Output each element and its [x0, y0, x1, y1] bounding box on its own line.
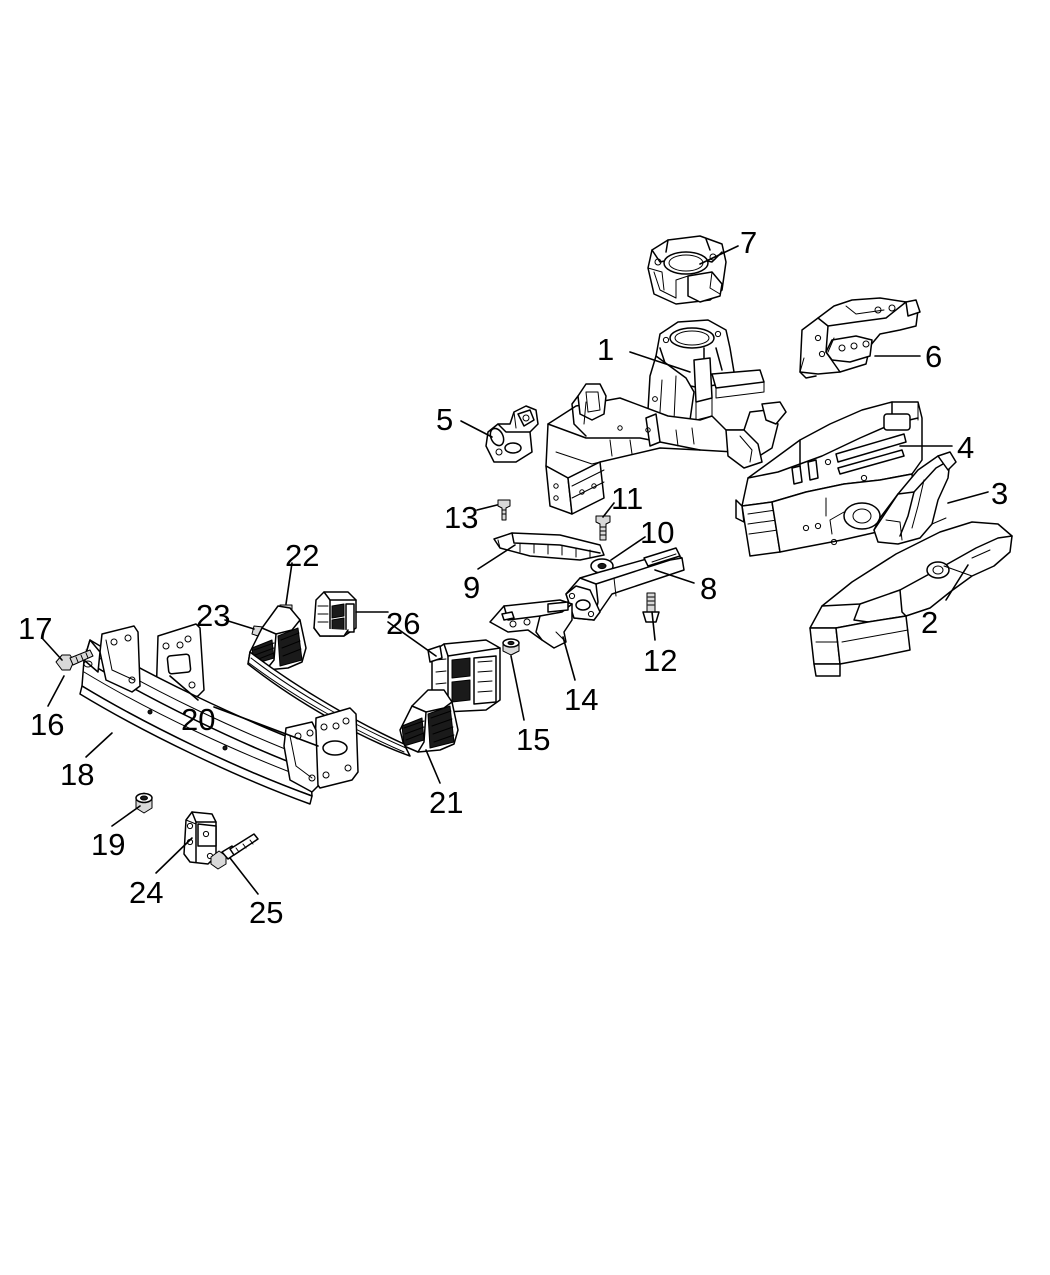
- callout-19[interactable]: 19: [91, 827, 126, 862]
- part-20-bumper-mount-plate-right: [313, 707, 359, 789]
- callout-15[interactable]: 15: [516, 722, 551, 757]
- part-1-front-frame-assembly: [545, 319, 787, 515]
- callout-13[interactable]: 13: [444, 500, 479, 535]
- part-2-lower-rail-reinforcement: [809, 521, 1013, 677]
- callout-11[interactable]: 11: [611, 481, 644, 516]
- callout-16[interactable]: 16: [30, 707, 65, 742]
- callout-3[interactable]: 3: [991, 476, 1009, 511]
- callout-9[interactable]: 9: [463, 570, 481, 605]
- callout-10[interactable]: 10: [640, 515, 675, 550]
- part-7-strut-tower-cap: [647, 235, 727, 305]
- part-12-push-pin-retainer: [642, 592, 660, 623]
- callout-8[interactable]: 8: [700, 571, 718, 606]
- callout-17[interactable]: 17: [18, 611, 53, 646]
- callout-2[interactable]: 2: [921, 605, 939, 640]
- callout-21[interactable]: 21: [429, 785, 464, 820]
- part-3-rail-closeout-bracket: [873, 451, 957, 545]
- callout-25[interactable]: 25: [249, 895, 284, 930]
- part-9-upper-tie-bar: [493, 532, 605, 561]
- part-13-bolt: [497, 499, 511, 521]
- part-4-front-side-rail: [735, 401, 923, 557]
- callout-18[interactable]: 18: [60, 757, 95, 792]
- callout-4[interactable]: 4: [957, 430, 975, 465]
- callout-26[interactable]: 26: [386, 606, 421, 641]
- part-21-crush-can-right: [399, 689, 459, 753]
- part-15-weld-nut: [502, 638, 520, 656]
- part-19-flange-nut: [135, 792, 153, 814]
- part-25-clevis-pin: [210, 833, 259, 870]
- part-6-shock-tower-reinforcement: [799, 297, 921, 379]
- part-18-front-bumper-impact-beam: [79, 625, 319, 805]
- callout-5[interactable]: 5: [436, 402, 454, 437]
- callout-22[interactable]: 22: [285, 538, 320, 573]
- callout-20[interactable]: 20: [181, 702, 216, 737]
- part-11-bolt: [595, 515, 611, 541]
- leader-lines: [41, 245, 989, 895]
- callout-14[interactable]: 14: [564, 682, 599, 717]
- callout-23[interactable]: 23: [196, 598, 231, 633]
- callout-1[interactable]: 1: [597, 332, 615, 367]
- part-26-energy-absorber-block: [313, 591, 357, 637]
- part-5-mounting-bracket: [485, 405, 539, 463]
- callout-6[interactable]: 6: [925, 339, 943, 374]
- callout-24[interactable]: 24: [129, 875, 164, 910]
- part-8-tow-hook-eye-tube: [565, 547, 685, 621]
- part-14-closing-plate-bracket: [489, 599, 573, 649]
- part-24-tow-eye-support-bracket: [183, 811, 217, 865]
- callout-12[interactable]: 12: [643, 643, 678, 678]
- part-26-energy-absorber-block-b: [427, 639, 501, 713]
- callout-7[interactable]: 7: [740, 225, 758, 260]
